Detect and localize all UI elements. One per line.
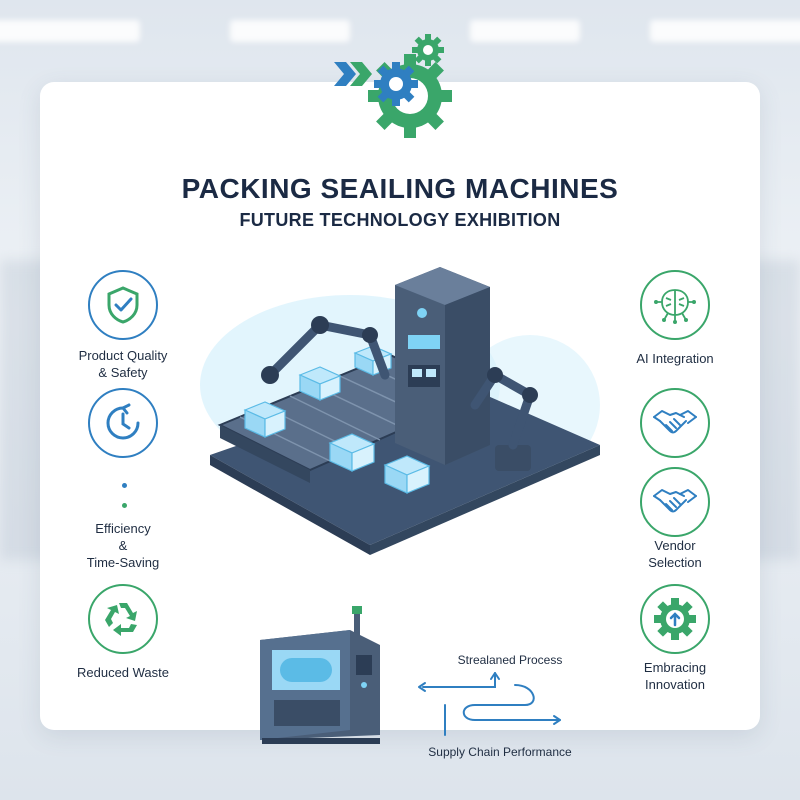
feature-label-vendor-line1: Vendor — [654, 538, 696, 553]
feature-label-quality-line1: Product Quality — [78, 348, 168, 363]
feature-label-innovation: Embracing Innovation — [600, 659, 750, 693]
feature-label-efficiency-line2: & — [118, 538, 128, 553]
decor-dot — [122, 503, 127, 508]
feature-label-vendor: Vendor Selection — [600, 537, 750, 571]
innovation-gear-icon — [654, 598, 696, 640]
feature-label-quality: Product Quality & Safety — [48, 347, 198, 381]
flow-label-supply-chain: Supply Chain Performance — [428, 745, 572, 759]
shield-check-icon — [107, 286, 139, 324]
feature-label-vendor-line2: Selection — [648, 555, 702, 570]
feature-label-efficiency-line1: Efficiency — [95, 521, 151, 536]
vendor-selection-badge — [640, 467, 710, 537]
clock-icon — [106, 403, 140, 440]
flow-label-process: Strealaned Process — [457, 653, 563, 667]
innovation-badge — [640, 584, 710, 654]
gears-logo-icon — [334, 34, 452, 138]
reduced-waste-badge — [88, 584, 158, 654]
feature-label-innovation-line2: Innovation — [645, 677, 705, 692]
page-subtitle: FUTURE TECHNOLOGY EXHIBITION — [239, 210, 561, 230]
page-title: PACKING SEAILING MACHINES — [181, 173, 619, 204]
decor-dot — [122, 483, 127, 488]
recycle-icon — [105, 603, 137, 636]
handshake-icon — [653, 410, 697, 434]
feature-label-quality-line2: & Safety — [98, 365, 148, 380]
feature-label-efficiency: Efficiency & Time-Saving — [48, 520, 198, 571]
ai-integration-badge — [640, 270, 710, 340]
feature-label-innovation-line1: Embracing — [643, 660, 707, 675]
process-flow-arrows — [418, 672, 561, 736]
efficiency-badge — [88, 388, 158, 458]
feature-label-ai: AI Integration — [636, 351, 714, 366]
background-ceiling-lights — [0, 0, 800, 120]
packing-machine-illustration — [260, 606, 380, 744]
feature-label-waste: Reduced Waste — [76, 665, 169, 680]
ai-brain-icon — [654, 289, 696, 324]
packaging-line-illustration — [200, 267, 600, 555]
quality-safety-badge — [88, 270, 158, 340]
handshake-icon — [653, 489, 697, 513]
feature-label-efficiency-line3: Time-Saving — [86, 555, 160, 570]
partnership-badge — [640, 388, 710, 458]
